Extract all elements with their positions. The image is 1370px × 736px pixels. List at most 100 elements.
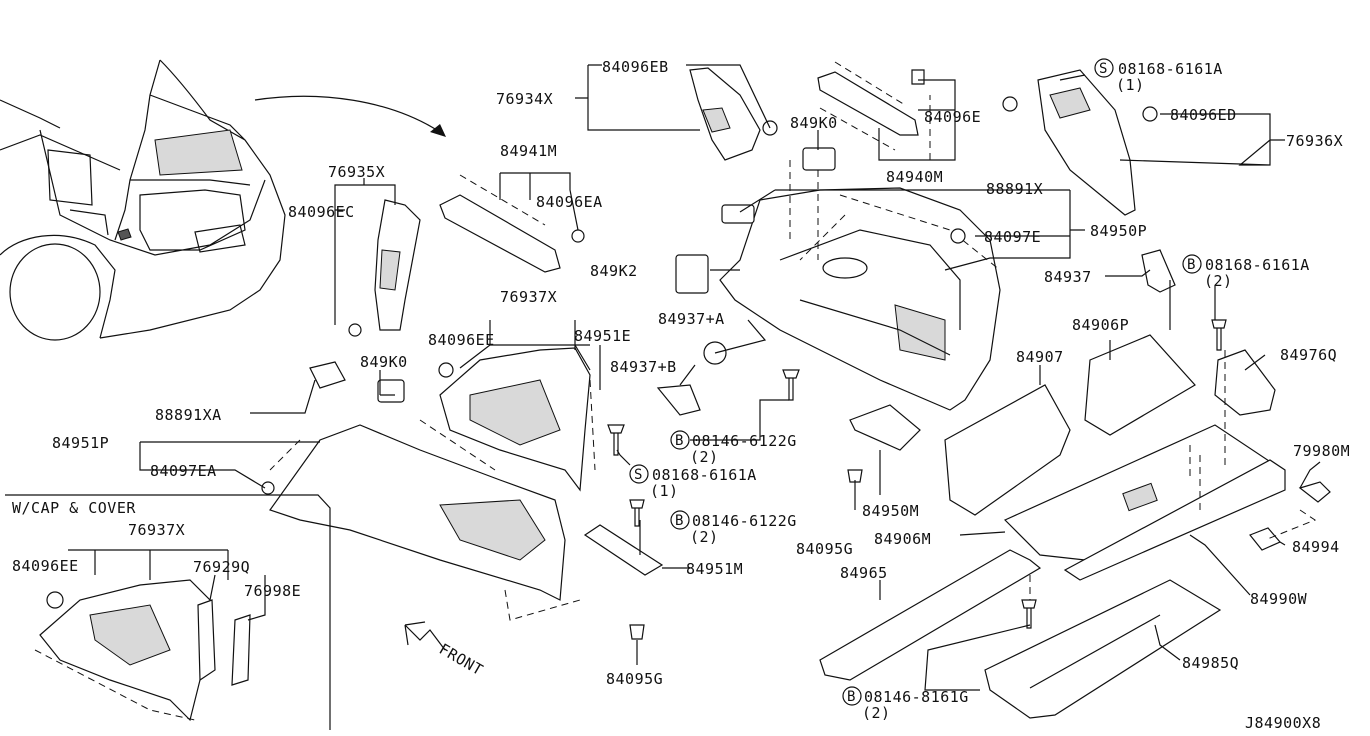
bolt-symbol-right [1182, 254, 1202, 274]
part-84937 [1141, 249, 1176, 293]
part-84940M [817, 61, 925, 151]
label-84951M: 84951M [686, 560, 743, 578]
label-08146-6122G-mid-qty: (2) [690, 448, 719, 466]
label-76936X: 76936X [1286, 132, 1343, 150]
label-08168-6161A-right-qty: (2) [1204, 272, 1233, 290]
label-08168-6161A-mid-qty: (1) [650, 482, 679, 500]
label-84950M: 84950M [862, 502, 919, 520]
part-84941M [439, 174, 585, 273]
label-84937A: 84937+A [658, 310, 725, 328]
vehicle-rear-illustration [0, 59, 286, 341]
label-76937X: 76937X [500, 288, 557, 306]
label-inset-76998E: 76998E [244, 582, 301, 600]
label-inset-76937X: 76937X [128, 521, 185, 539]
label-08146-8161G: 08146-8161G [864, 688, 969, 706]
label-79980M: 79980M [1293, 442, 1350, 460]
label-08146-6122G-mid: 08146-6122G [692, 432, 797, 450]
label-08168-6161A-mid: 08168-6161A [652, 466, 757, 484]
part-84985Q [984, 579, 1222, 719]
label-08146-6122G-low: 08146-6122G [692, 512, 797, 530]
screw-symbol-mid-letter: S [634, 467, 642, 483]
bolt-symbol-low [670, 510, 690, 530]
bolt-symbol-bottom [842, 686, 862, 706]
label-84951P: 84951P [52, 434, 109, 452]
label-76935X: 76935X [328, 163, 385, 181]
label-84976Q: 84976Q [1280, 346, 1337, 364]
leader-lines [68, 64, 1321, 691]
label-84097E: 84097E [984, 228, 1041, 246]
label-849K0-mid: 849K0 [360, 353, 408, 371]
label-84940M: 84940M [886, 168, 943, 186]
label-84937: 84937 [1044, 268, 1092, 286]
label-84951E: 84951E [574, 327, 631, 345]
screw-symbol-top-letter: S [1099, 61, 1107, 77]
label-84906P: 84906P [1072, 316, 1129, 334]
label-84096ED: 84096ED [1170, 106, 1237, 124]
part-84950M [849, 404, 921, 451]
bolt-symbol-low-letter: B [675, 513, 683, 529]
label-84941M: 84941M [500, 142, 557, 160]
label-84096EC: 84096EC [288, 203, 355, 221]
label-08146-8161G-qty: (2) [862, 704, 891, 722]
bolt-symbol-mid-letter: B [675, 433, 683, 449]
label-inset-84096EE: 84096EE [12, 557, 79, 575]
part-labels: 84096EB 76934X 849K0 84096E 84940M 84941… [12, 58, 1350, 732]
label-88891X: 88891X [986, 180, 1043, 198]
label-84907: 84907 [1016, 348, 1064, 366]
label-849K2: 849K2 [590, 262, 638, 280]
part-84937B [656, 384, 701, 416]
part-76935X [348, 199, 421, 337]
label-84990W: 84990W [1250, 590, 1308, 608]
screw-symbol-mid [629, 464, 649, 484]
label-08168-6161A-top: 08168-6161A [1118, 60, 1223, 78]
part-84907 [944, 384, 1071, 516]
direction-arrow [254, 95, 446, 137]
part-84951P [261, 361, 581, 621]
screw-symbol-top [1094, 58, 1114, 78]
part-84951M [583, 524, 664, 576]
clip-84095G-right [847, 469, 863, 483]
bolt-08168-6161A-mid [607, 424, 625, 456]
bolt-symbol-bottom-letter: B [847, 689, 855, 705]
front-arrow: FRONT [404, 621, 486, 679]
label-84950P: 84950P [1090, 222, 1147, 240]
part-849K2 [675, 254, 709, 294]
label-08146-6122G-low-qty: (2) [690, 528, 719, 546]
label-84095G-bottom: 84095G [606, 670, 663, 688]
bolt-08146-6122G-mid [782, 369, 800, 401]
bolt-08146-8161G [1021, 599, 1037, 629]
label-88891XA: 88891XA [155, 406, 222, 424]
label-08168-6161A-right: 08168-6161A [1205, 256, 1310, 274]
part-849K0-top [802, 147, 836, 171]
label-84097EA: 84097EA [150, 462, 217, 480]
part-76936X [1002, 69, 1158, 216]
label-76934X: 76934X [496, 90, 553, 108]
bolt-08146-6122G-low [629, 499, 645, 527]
inset-cap-cover: W/CAP & COVER [5, 494, 331, 730]
part-76937X [377, 347, 596, 492]
label-84096EB: 84096EB [602, 58, 669, 76]
clip-84095G-bottom [629, 624, 645, 640]
label-08168-6161A-top-qty: (1) [1116, 76, 1145, 94]
label-849K0-top: 849K0 [790, 114, 838, 132]
part-84950P [719, 187, 1001, 411]
part-76934X [689, 67, 778, 161]
bolt-08168-6161A-right [1211, 319, 1227, 351]
label-84937B: 84937+B [610, 358, 677, 376]
label-84985Q: 84985Q [1182, 654, 1239, 672]
label-84994: 84994 [1292, 538, 1340, 556]
label-84096EE: 84096EE [428, 331, 495, 349]
inset-title: W/CAP & COVER [12, 499, 136, 517]
label-84965: 84965 [840, 564, 888, 582]
front-label: FRONT [436, 640, 486, 679]
label-84095G-right: 84095G [796, 540, 853, 558]
label-84096E: 84096E [924, 108, 981, 126]
diagram-code: J84900X8 [1245, 714, 1321, 732]
bolt-symbol-right-letter: B [1187, 257, 1195, 273]
part-84994 [1249, 527, 1281, 551]
label-inset-76929Q: 76929Q [193, 558, 250, 576]
part-84906P [1084, 334, 1196, 436]
part-79980M [1298, 481, 1331, 503]
